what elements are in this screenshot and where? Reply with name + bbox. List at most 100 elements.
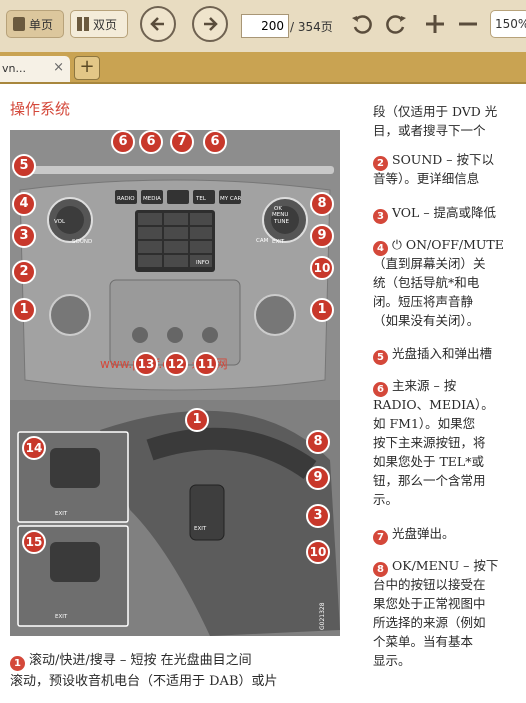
new-tab-button[interactable]: + <box>74 56 100 80</box>
callout-14: 14 <box>22 436 46 460</box>
page-total-label: / 354页 <box>290 20 333 34</box>
minus-icon <box>459 22 477 26</box>
double-page-icon-right <box>84 17 89 31</box>
svg-text:TUNE: TUNE <box>273 219 289 225</box>
text-line: 果您处于正常视图中 <box>373 596 486 611</box>
text-line: 钮，那么一个含常用 <box>373 473 486 488</box>
svg-text:EXIT: EXIT <box>194 526 207 532</box>
text-line: 按下主来源按钮，将 <box>373 435 486 450</box>
arrow-right-icon <box>204 17 218 31</box>
item-number-6: 6 <box>373 382 388 397</box>
callout-1a: 1 <box>12 298 36 322</box>
svg-text:EXIT: EXIT <box>55 614 68 620</box>
rotate-left-icon <box>352 15 372 34</box>
arrow-left-icon <box>150 17 164 31</box>
text-line: 音等）。更详细信息 <box>373 171 480 186</box>
callout-13: 13 <box>134 352 158 376</box>
svg-text:MY CAR: MY CAR <box>220 196 241 202</box>
text-line: 目，或者搜寻下一个 <box>373 123 486 138</box>
rotate-left-button[interactable] <box>350 12 374 36</box>
svg-text:VOL: VOL <box>54 219 66 225</box>
callout-3: 3 <box>12 224 36 248</box>
text-line: 统（包括导航*和电 <box>373 275 480 290</box>
figure-id: G021328 <box>319 602 326 630</box>
text-line: 示。 <box>373 492 399 507</box>
zoom-in-button[interactable] <box>423 12 447 36</box>
svg-text:EXIT: EXIT <box>272 239 285 245</box>
text-line: 显示。 <box>373 653 411 668</box>
zoom-out-button[interactable] <box>456 12 480 36</box>
document-page: 操作系统 RADIO MEDIA TEL MY CAR <box>0 84 526 703</box>
text-line: （如果没有关闭）。 <box>373 313 480 328</box>
callout-7: 7 <box>170 130 194 154</box>
single-page-button[interactable]: 单页 <box>6 10 64 38</box>
zoom-level-field[interactable]: 150% <box>490 10 526 38</box>
text-line: 个菜单。当有基本 <box>373 634 474 649</box>
single-page-icon <box>13 17 25 31</box>
double-page-button[interactable]: 双页 <box>70 10 128 38</box>
text-line: 滚动，预设收音机电台（不适用于 DAB）或片 <box>10 674 278 689</box>
callout-3b: 3 <box>306 504 330 528</box>
page-number-input[interactable] <box>241 14 289 38</box>
svg-text:INFO: INFO <box>196 260 210 266</box>
callout-12: 12 <box>164 352 188 376</box>
text-line: 所选择的来源（例如 <box>373 615 486 630</box>
callout-6c: 6 <box>203 130 227 154</box>
svg-text:TEL: TEL <box>195 196 207 202</box>
callout-1b: 1 <box>310 298 334 322</box>
item-number-1: 1 <box>10 656 25 671</box>
callout-5: 5 <box>12 154 36 178</box>
callout-8a: 8 <box>310 192 334 216</box>
svg-text:EXIT: EXIT <box>55 511 68 517</box>
callout-15: 15 <box>22 530 46 554</box>
text-line: 如 FM1）。如果您 <box>373 416 476 431</box>
rotate-right-icon <box>386 15 406 34</box>
svg-text:OK: OK <box>274 206 282 212</box>
power-icon: ⏻ <box>392 237 406 252</box>
text-line: 如果您处于 TEL*或 <box>373 454 484 469</box>
callout-11: 11 <box>194 352 218 376</box>
text-line: RADIO、MEDIA）。 <box>373 397 494 412</box>
callout-10a: 10 <box>310 256 334 280</box>
text-line: 段（仅适用于 DVD 光 <box>373 104 498 119</box>
svg-text:RADIO: RADIO <box>117 196 135 202</box>
callout-8b: 8 <box>306 430 330 454</box>
callout-6b: 6 <box>139 130 163 154</box>
svg-text:MEDIA: MEDIA <box>143 196 161 202</box>
close-tab-icon[interactable]: × <box>53 60 64 75</box>
callout-10b: 10 <box>306 540 330 564</box>
item-number-3: 3 <box>373 209 388 224</box>
next-page-button[interactable] <box>192 6 228 42</box>
svg-text:SOUND: SOUND <box>72 239 92 245</box>
plus-icon <box>426 15 444 33</box>
item-number-4: 4 <box>373 241 388 256</box>
item-number-7: 7 <box>373 530 388 545</box>
prev-page-button[interactable] <box>140 6 176 42</box>
text-line: 闭。短压将声音静 <box>373 294 474 309</box>
section-title: 操作系统 <box>10 100 71 118</box>
item-number-8: 8 <box>373 562 388 577</box>
svg-text:MENU: MENU <box>272 212 288 218</box>
document-tab[interactable]: vn... × <box>0 56 70 82</box>
callout-1c: 1 <box>185 408 209 432</box>
reader-toolbar: 单页 双页 / 354页 150% <box>0 0 526 53</box>
item-number-5: 5 <box>373 350 388 365</box>
text-line: 4⏻ ON/OFF/MUTE <box>373 235 526 256</box>
callout-4: 4 <box>12 192 36 216</box>
callout-9b: 9 <box>306 466 330 490</box>
callout-9a: 9 <box>310 224 334 248</box>
callout-6a: 6 <box>111 130 135 154</box>
svg-text:CAM: CAM <box>256 238 269 244</box>
rotate-right-button[interactable] <box>384 12 408 36</box>
item-number-2: 2 <box>373 156 388 171</box>
car-audio-illustration: RADIO MEDIA TEL MY CAR INFO VOL TUNE SOU… <box>10 130 340 636</box>
callout-2: 2 <box>12 260 36 284</box>
double-page-icon <box>77 17 82 31</box>
